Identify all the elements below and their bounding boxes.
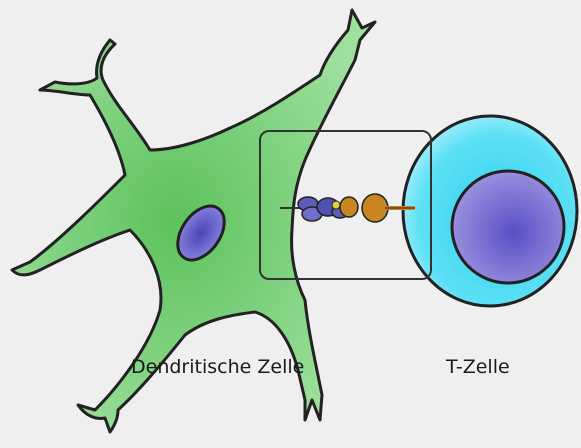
t-cell-label: T-Zelle [446,356,510,378]
dendritic-cell-label: Dendritische Zelle [131,356,304,378]
t-cell-nucleus [452,171,564,283]
